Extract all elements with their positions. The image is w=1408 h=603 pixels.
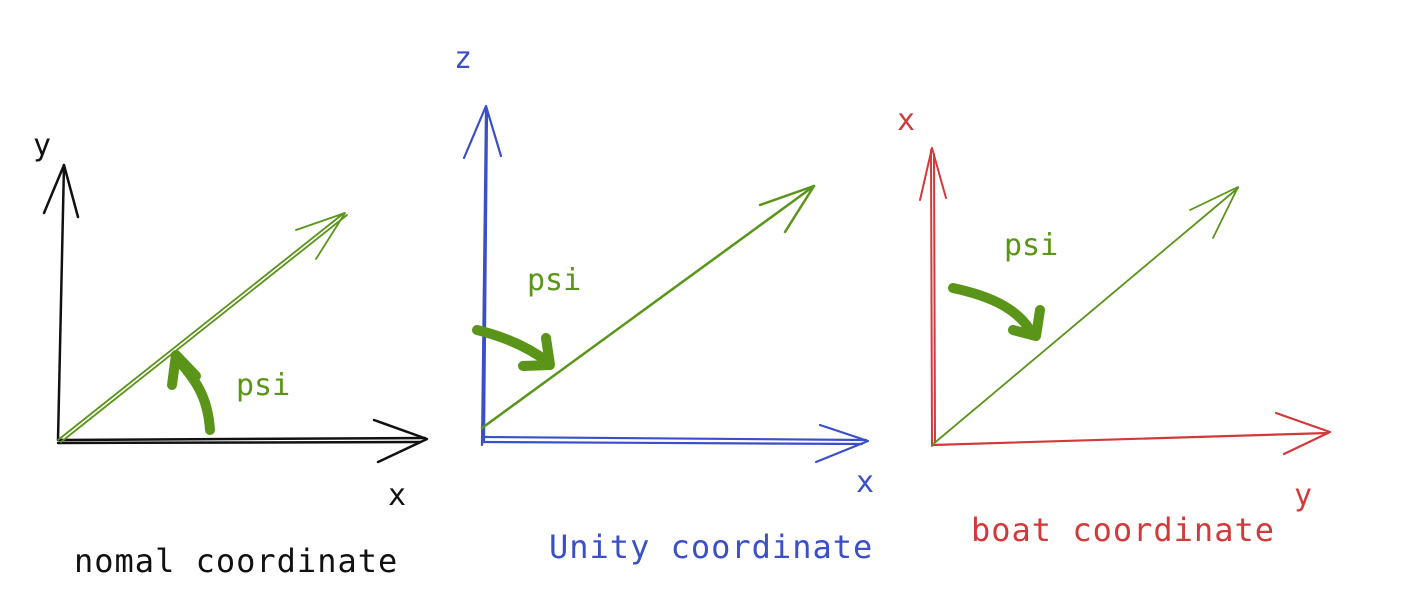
normal-horizontal-axis: [56, 418, 429, 464]
normal-psi-arrow: [167, 350, 215, 435]
normal-direction-vector: [57, 212, 348, 443]
unity-horizontal-axis-label: x: [856, 465, 874, 500]
normal-psi-label: psi: [236, 368, 290, 403]
boat-vertical-axis: [919, 147, 947, 447]
boat-vertical-axis-label: x: [897, 103, 915, 138]
boat-direction-vector: [931, 186, 1239, 446]
boat-coordinate-panel: x y psi boat coordinate: [897, 103, 1332, 549]
normal-coordinate-panel: y x psi nomal coordinate: [33, 128, 429, 580]
normal-horizontal-axis-label: x: [388, 478, 406, 513]
unity-vertical-axis-label: z: [454, 41, 472, 76]
unity-coordinate-panel: z x psi Unity coordinate: [454, 41, 874, 566]
unity-psi-arrow: [472, 325, 555, 371]
boat-caption: boat coordinate: [971, 511, 1275, 549]
boat-psi-arrow: [948, 283, 1045, 341]
unity-caption: Unity coordinate: [549, 528, 873, 566]
boat-horizontal-axis-label: y: [1294, 478, 1312, 513]
unity-direction-vector: [480, 184, 816, 430]
normal-caption: nomal coordinate: [74, 542, 398, 580]
unity-psi-label: psi: [527, 263, 581, 298]
unity-horizontal-axis: [480, 423, 870, 464]
normal-vertical-axis-label: y: [33, 128, 51, 163]
boat-horizontal-axis: [930, 411, 1332, 456]
normal-vertical-axis: [42, 163, 80, 442]
unity-vertical-axis: [462, 104, 503, 447]
boat-psi-label: psi: [1004, 228, 1058, 263]
